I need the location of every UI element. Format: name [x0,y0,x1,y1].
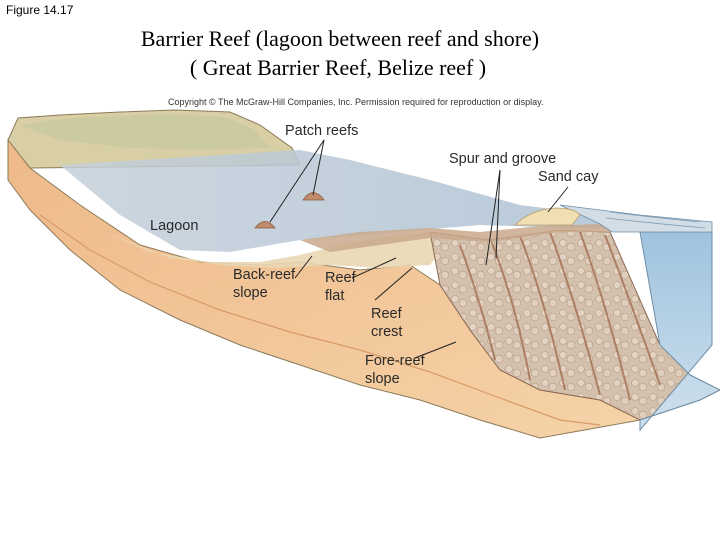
sediment-layer [39,214,601,426]
figure-label: Figure 14.17 [6,3,74,17]
leader-lines [269,139,569,359]
land-vegetation [20,114,270,150]
title-line-1: Barrier Reef (lagoon between reef and sh… [140,26,540,51]
label-reef-flat-line2: flat [325,288,344,304]
label-fore-reef-line2: slope [365,371,400,387]
label-lagoon: Lagoon [150,218,198,234]
wave-lines [605,211,706,229]
label-reef-flat-line1: Reef [325,270,357,286]
title-line-2: ( Great Barrier Reef, Belize reef ) [189,55,487,80]
label-reef-crest-line1: Reef [371,306,403,322]
spur-groove-lines [459,231,661,401]
label-reef-crest-line2: crest [371,324,402,340]
label-back-reef-line1: Back-reef [233,267,296,283]
lagoon-floor [100,230,450,268]
copyright-notice: Copyright © The McGraw-Hill Companies, I… [168,97,544,107]
label-patch-reefs: Patch reefs [285,123,358,139]
reef-flat-surface [300,224,612,252]
label-spur-and-groove: Spur and groove [449,151,556,167]
label-back-reef-line2: slope [233,285,268,301]
patch-reef-mounds [254,192,325,229]
label-sand-cay: Sand cay [538,169,599,185]
label-fore-reef-line1: Fore-reef [365,353,426,369]
ocean-front-face [639,231,720,432]
sand-cay [514,207,581,226]
